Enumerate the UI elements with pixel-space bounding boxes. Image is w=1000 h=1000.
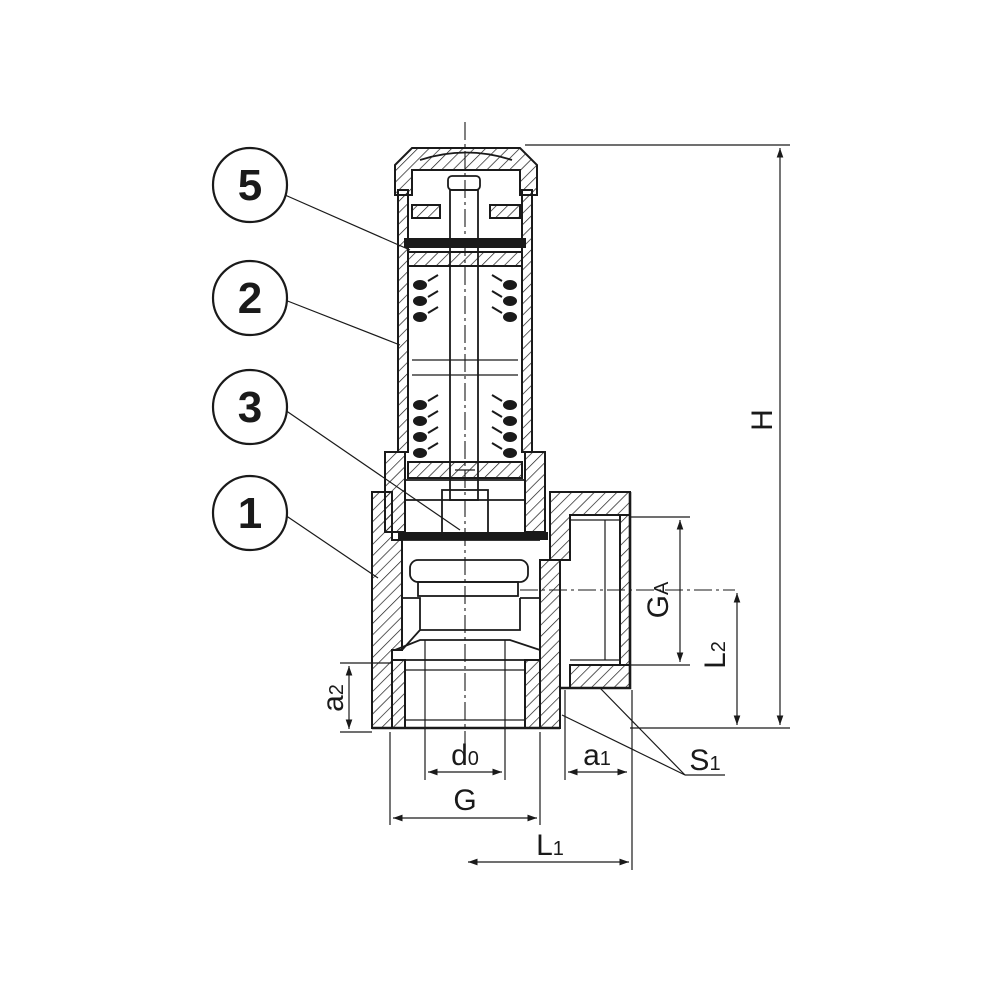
spring-coil-wire [427,442,439,450]
dimension-G: G [389,732,541,825]
spring-coil-wire [491,394,503,402]
cap [394,147,538,248]
spring-coil-section [503,312,517,322]
callout-2: 2 [211,259,401,346]
valve-disc [398,532,548,597]
spring-coil-section [503,416,517,426]
callout-5: 5 [211,146,411,251]
spring-coils [413,274,517,458]
dim-label-L2: L2 [699,641,732,669]
spring-coil-section [413,296,427,306]
spring-coil-section [503,400,517,410]
dim-label-GA: GA [642,581,675,618]
spring-coil-wire [491,274,503,282]
valve-body [371,491,632,730]
dimension-d0: d0 [424,640,506,780]
spring-coil-wire [491,442,503,450]
spring-coil-wire [491,426,503,434]
dim-label-L1: L1 [536,829,564,862]
callout-label-3: 3 [238,383,262,432]
spring-coil-section [413,280,427,290]
spring-coil-wire [427,274,439,282]
bonnet [384,451,546,533]
spring-coil-section [413,448,427,458]
dim-label-a2: a2 [317,684,350,712]
spring-coil-section [503,448,517,458]
spring-coil-section [413,432,427,442]
dimension-a2: a2 [317,662,392,733]
callout-1: 1 [211,474,379,579]
spring-coil-wire [427,410,439,418]
spring-coil-wire [491,410,503,418]
spring-coil-section [413,312,427,322]
dimension-H: H [525,144,790,729]
spring-coil-section [413,416,427,426]
dim-label-d0: d0 [451,739,479,772]
dimension-GA: GA [630,516,690,666]
spring-coil-wire [427,306,439,314]
spring-coil-wire [427,426,439,434]
dimension-S1: S1 [561,687,725,777]
spring-coil-wire [427,394,439,402]
dim-label-G: G [453,784,476,817]
spring-coil-section [503,280,517,290]
spring-coil-section [503,432,517,442]
spring-coil-wire [491,290,503,298]
dim-label-S1: S1 [689,744,720,777]
spring-coil-wire [427,290,439,298]
center-lines [464,122,735,760]
spring-coil-wire [491,306,503,314]
callout-label-1: 1 [238,489,262,538]
dimension-L2: L2 [699,593,741,725]
callout-3: 3 [211,368,461,531]
callout-label-2: 2 [238,274,262,323]
callout-label-5: 5 [238,161,262,210]
dimension-a1: a1 [564,690,627,780]
spring-coil-section [503,296,517,306]
dim-label-a1: a1 [583,739,611,772]
spring-coil-section [413,400,427,410]
dim-label-H: H [746,409,779,431]
